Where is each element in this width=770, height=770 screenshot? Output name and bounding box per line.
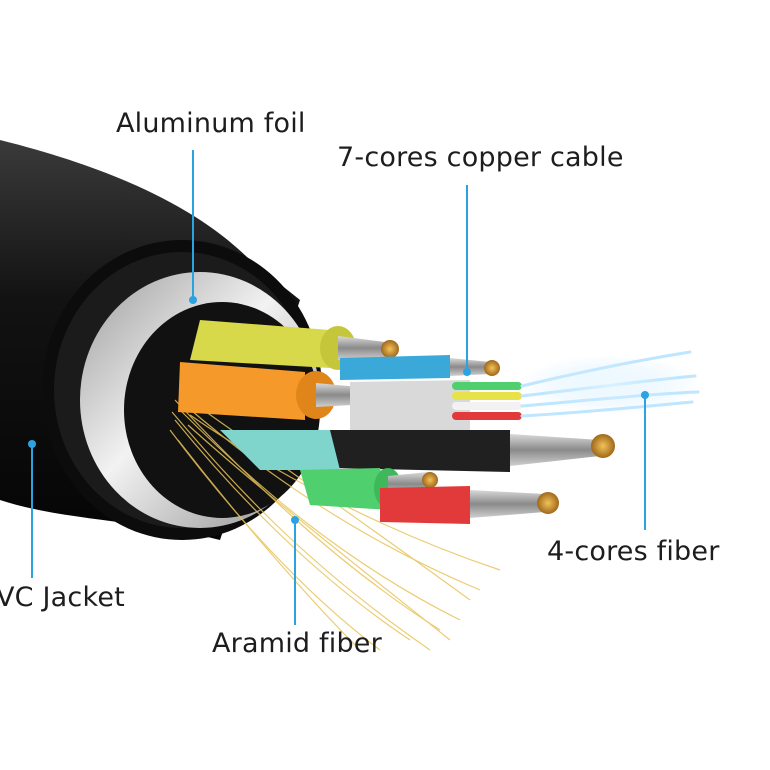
- callout-copper: [463, 185, 471, 376]
- fiber-bundle-sheath: [350, 380, 522, 432]
- callout-aramid: [291, 516, 299, 625]
- pvc-jacket-label: VC Jacket: [0, 582, 125, 613]
- fiber-cores-label: 4-cores fiber: [547, 536, 720, 567]
- aluminum-foil-label: Aluminum foil: [116, 108, 306, 139]
- callout-pvc: [28, 440, 36, 578]
- teal-wire: [220, 430, 340, 470]
- black-wire: [330, 430, 615, 472]
- copper-cable-label: 7-cores copper cable: [337, 142, 624, 173]
- red-wire: [380, 486, 559, 524]
- callout-aluminum: [189, 150, 197, 304]
- fiber-glow: [520, 355, 700, 415]
- aramid-fiber-label: Aramid fiber: [212, 628, 382, 659]
- callout-fiber: [641, 391, 649, 530]
- blue-wire: [340, 355, 500, 380]
